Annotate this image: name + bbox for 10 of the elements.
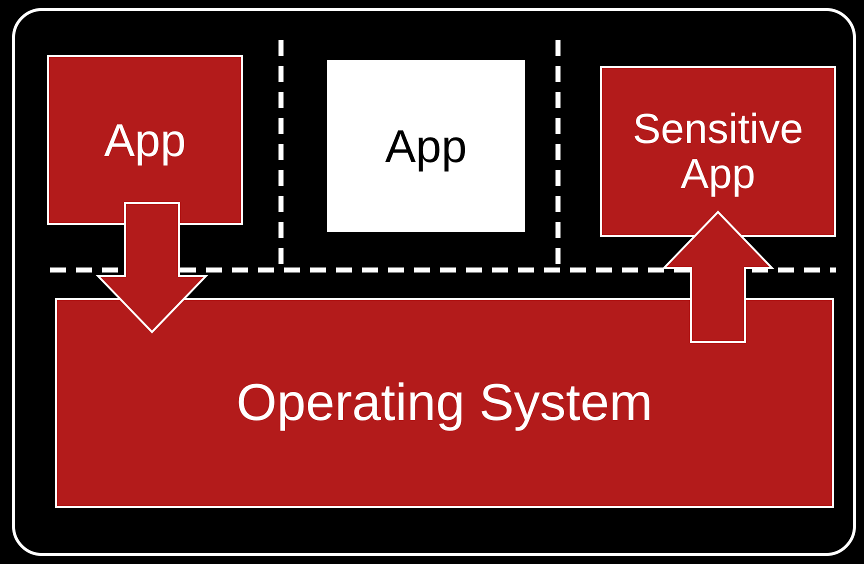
operating-system-box	[55, 298, 834, 508]
box-label: Sensitive App	[632, 107, 804, 196]
box-label: App	[103, 116, 187, 164]
app-box	[600, 66, 836, 237]
box-label: Operating System	[235, 376, 654, 430]
box-label: App	[384, 122, 468, 170]
app-box	[47, 55, 243, 225]
block-arrow	[662, 210, 774, 343]
block-arrow	[96, 202, 208, 334]
app-box	[327, 60, 525, 232]
